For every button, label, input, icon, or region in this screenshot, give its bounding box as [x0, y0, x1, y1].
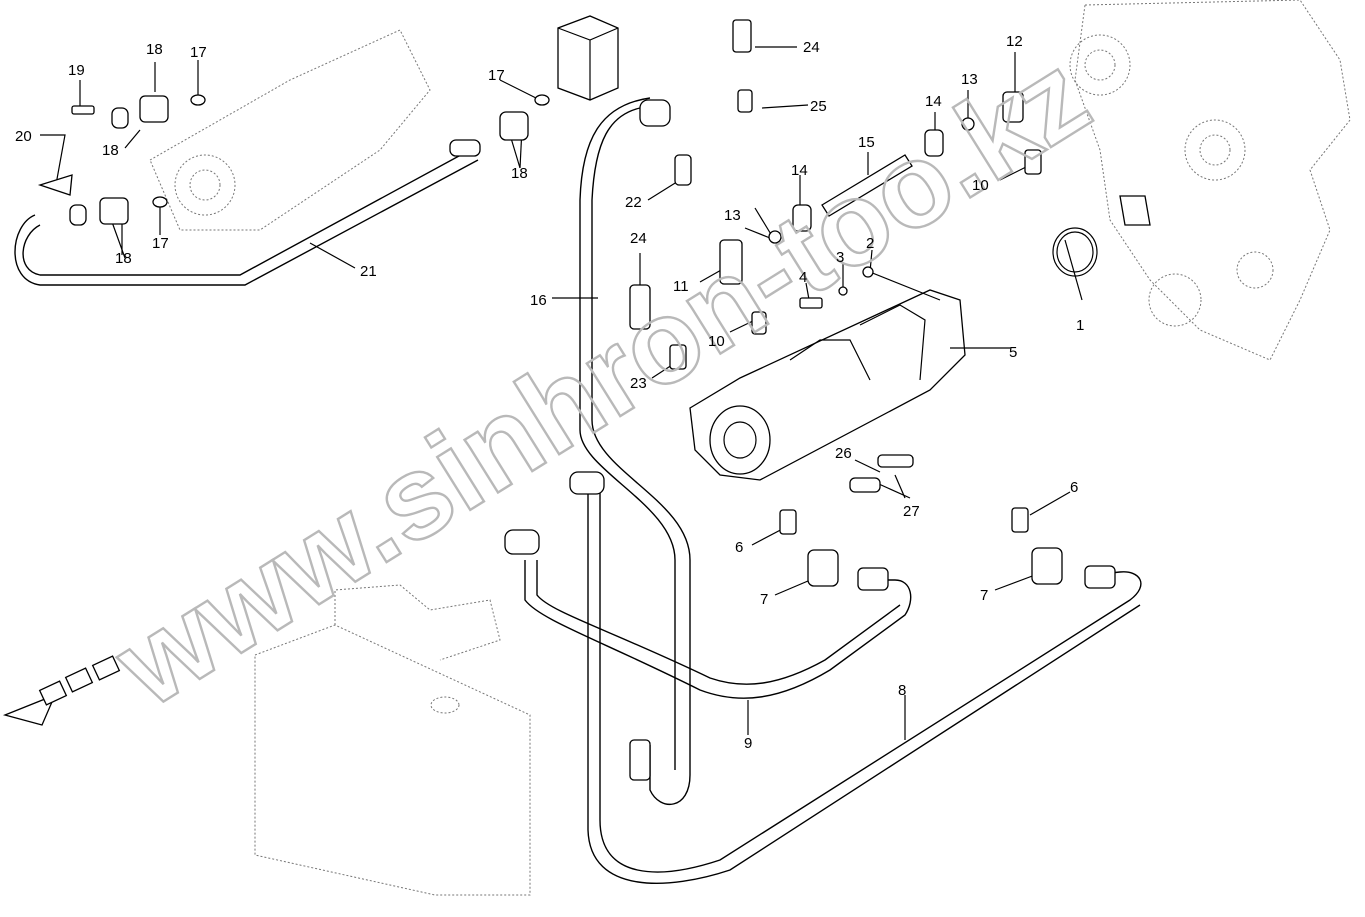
- callout-24b: 24: [630, 230, 647, 247]
- callout-14a: 14: [925, 93, 942, 110]
- callout-6a: 6: [1070, 479, 1078, 496]
- callout-11: 11: [673, 278, 689, 295]
- callout-8: 8: [898, 682, 906, 699]
- callout-6b: 6: [735, 539, 743, 556]
- main-pump: [689, 289, 966, 481]
- callout-16: 16: [530, 292, 547, 309]
- tube-15: [821, 154, 913, 217]
- callout-3: 3: [836, 249, 844, 266]
- callout-22: 22: [625, 194, 642, 211]
- gearbox-housing-ghost: [1069, 0, 1351, 361]
- callout-13b: 13: [724, 207, 741, 224]
- hose-8: [599, 480, 1142, 873]
- callout-10a: 10: [708, 333, 725, 350]
- callout-14b: 14: [791, 162, 808, 179]
- callout-20: 20: [15, 128, 32, 145]
- callout-18b: 18: [102, 142, 119, 159]
- callout-9: 9: [744, 735, 752, 752]
- callout-18d: 18: [115, 250, 132, 267]
- callout-24a: 24: [803, 39, 820, 56]
- callout-17a: 17: [190, 44, 207, 61]
- callout-18c: 18: [511, 165, 528, 182]
- fittings: [37, 19, 1151, 781]
- callout-10b: 10: [972, 177, 989, 194]
- direction-arrow: [2, 655, 121, 726]
- callout-7a: 7: [760, 591, 768, 608]
- callout-23: 23: [630, 375, 647, 392]
- callout-1: 1: [1076, 317, 1084, 334]
- callout-13a: 13: [961, 71, 978, 88]
- callout-26: 26: [835, 445, 852, 462]
- hose-16-outer: [579, 97, 676, 770]
- upper-pump-assembly-ghost: [149, 29, 431, 231]
- callout-25: 25: [810, 98, 827, 115]
- callout-17c: 17: [152, 235, 169, 252]
- hose-9: [524, 560, 912, 699]
- callout-18a: 18: [146, 41, 163, 58]
- callout-15: 15: [858, 134, 875, 151]
- callout-17b: 17: [488, 67, 505, 84]
- o-ring-1: [1052, 227, 1098, 277]
- callouts: 1 2 3 4 5 6 6 7 7 8 9 10 10 11 12 13 13 …: [15, 33, 1084, 752]
- hose-21: [22, 149, 471, 276]
- callout-21: 21: [360, 263, 377, 280]
- valve-block: [557, 15, 619, 101]
- watermark: www.sinhron-too.kz: [93, 28, 1111, 732]
- callout-2: 2: [866, 235, 874, 252]
- callout-19: 19: [68, 62, 85, 79]
- hydraulic-tank-ghost: [254, 584, 531, 896]
- callout-4: 4: [799, 269, 807, 286]
- hose-16: [591, 107, 691, 806]
- callout-12: 12: [1006, 33, 1023, 50]
- callout-27: 27: [903, 503, 920, 520]
- callout-5: 5: [1009, 344, 1017, 361]
- callout-7b: 7: [980, 587, 988, 604]
